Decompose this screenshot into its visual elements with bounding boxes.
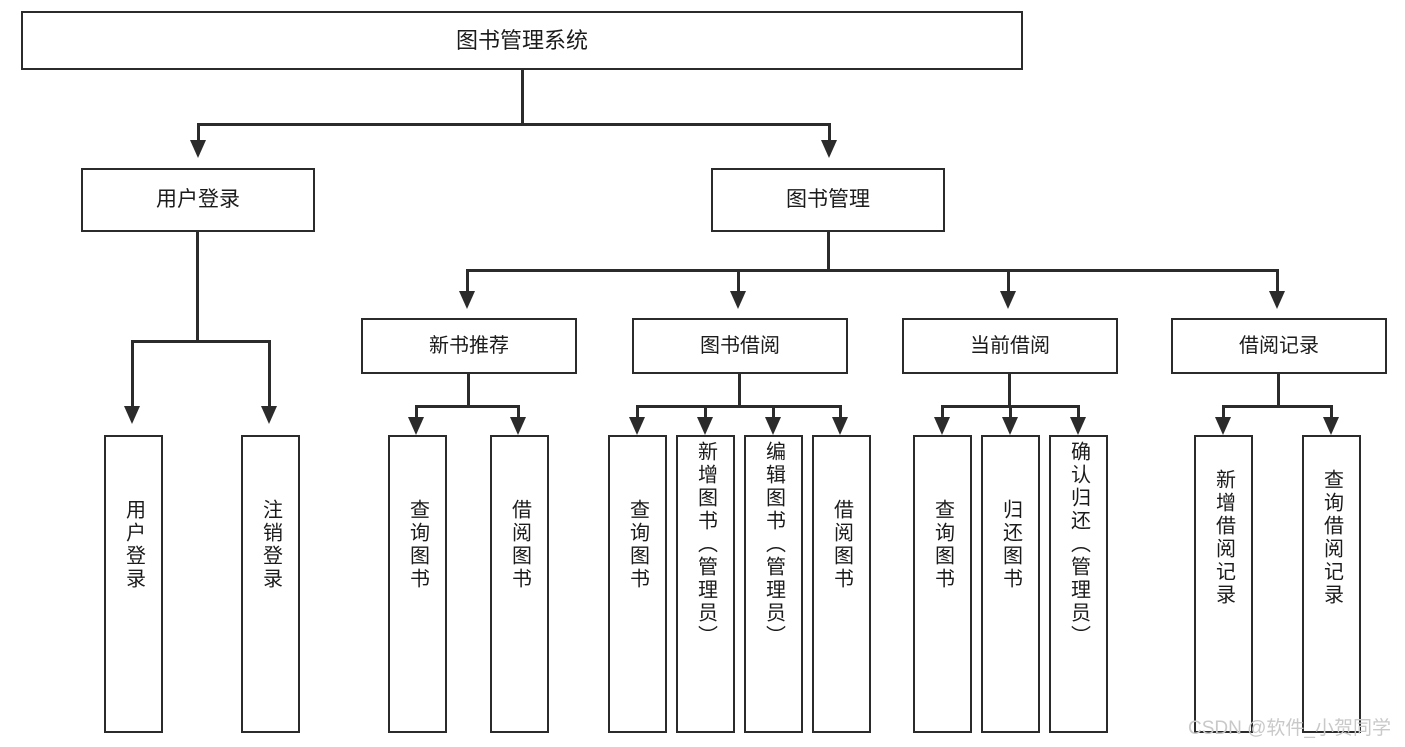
arrowhead-to-borrow-record — [1269, 291, 1285, 309]
arrowhead-to-book-manage — [821, 140, 837, 158]
arrowhead-current-borrow-3 — [1070, 417, 1086, 435]
node-label: 当前借阅 — [970, 334, 1050, 357]
connector-book-manage-stem — [827, 232, 830, 272]
node-label: 新增借阅记录 — [1212, 469, 1235, 607]
connector-new-book-stem — [467, 374, 470, 408]
node-label: 编辑图书（管理员） — [762, 441, 785, 648]
connector-current-borrow-stem — [1008, 374, 1011, 408]
leaf-current-borrow-query[interactable]: 查询图书 — [913, 435, 972, 733]
node-label: 新增图书（管理员） — [694, 441, 717, 648]
node-label: 归还图书 — [999, 499, 1022, 591]
node-label: 借阅图书 — [830, 499, 853, 591]
arrowhead-book-borrow-1 — [629, 417, 645, 435]
connector-user-login-drop-1 — [131, 340, 134, 408]
connector-level2-drop-2 — [737, 269, 740, 293]
leaf-book-borrow-add[interactable]: 新增图书（管理员） — [676, 435, 735, 733]
node-label: 查询图书 — [626, 499, 649, 591]
arrowhead-user-login-2 — [261, 406, 277, 424]
connector-current-borrow-drop-1 — [941, 405, 944, 419]
connector-level2-drop-1 — [466, 269, 469, 293]
arrowhead-user-login-1 — [124, 406, 140, 424]
arrowhead-new-book-1 — [408, 417, 424, 435]
connector-level2-bus — [466, 269, 1279, 272]
connector-borrow-record-drop-1 — [1222, 405, 1225, 419]
connector-level2-drop-3 — [1007, 269, 1010, 293]
leaf-new-book-query[interactable]: 查询图书 — [388, 435, 447, 733]
leaf-book-borrow-query[interactable]: 查询图书 — [608, 435, 667, 733]
leaf-book-borrow-edit[interactable]: 编辑图书（管理员） — [744, 435, 803, 733]
connector-current-borrow-drop-3 — [1077, 405, 1080, 419]
connector-level1-drop-right — [828, 123, 831, 143]
node-current-borrow[interactable]: 当前借阅 — [902, 318, 1118, 374]
leaf-user-login-login[interactable]: 用户登录 — [104, 435, 163, 733]
connector-book-borrow-drop-2 — [704, 405, 707, 419]
node-root-system[interactable]: 图书管理系统 — [21, 11, 1023, 70]
node-label: 图书借阅 — [700, 334, 780, 357]
leaf-borrow-record-add[interactable]: 新增借阅记录 — [1194, 435, 1253, 733]
node-label: 图书管理 — [786, 187, 870, 211]
arrowhead-current-borrow-2 — [1002, 417, 1018, 435]
connector-borrow-record-stem — [1277, 374, 1280, 408]
leaf-borrow-record-query[interactable]: 查询借阅记录 — [1302, 435, 1361, 733]
connector-book-borrow-drop-1 — [636, 405, 639, 419]
connector-user-login-stem — [196, 232, 199, 342]
arrowhead-to-user-login — [190, 140, 206, 158]
node-label: 用户登录 — [156, 187, 240, 211]
leaf-book-borrow-borrow[interactable]: 借阅图书 — [812, 435, 871, 733]
node-label: 查询图书 — [406, 499, 429, 591]
node-label: 查询借阅记录 — [1320, 469, 1343, 607]
connector-user-login-drop-2 — [268, 340, 271, 408]
connector-level1-drop-left — [197, 123, 200, 143]
node-label: 查询图书 — [931, 499, 954, 591]
connector-root-stem — [521, 70, 524, 125]
node-user-login[interactable]: 用户登录 — [81, 168, 315, 232]
connector-level2-drop-4 — [1276, 269, 1279, 293]
node-book-borrow[interactable]: 图书借阅 — [632, 318, 848, 374]
node-label: 用户登录 — [122, 499, 145, 591]
node-label: 确认归还（管理员） — [1067, 441, 1090, 648]
csdn-watermark: CSDN @软件_小贺同学 — [1188, 718, 1391, 739]
connector-level1-bus — [197, 123, 831, 126]
leaf-new-book-borrow[interactable]: 借阅图书 — [490, 435, 549, 733]
arrowhead-to-current-borrow — [1000, 291, 1016, 309]
arrowhead-book-borrow-4 — [832, 417, 848, 435]
connector-borrow-record-bus — [1222, 405, 1333, 408]
connector-book-borrow-drop-4 — [839, 405, 842, 419]
connector-new-book-bus — [415, 405, 520, 408]
arrowhead-borrow-record-2 — [1323, 417, 1339, 435]
node-label: 图书管理系统 — [455, 27, 588, 53]
connector-book-borrow-bus — [636, 405, 842, 408]
arrowhead-new-book-2 — [510, 417, 526, 435]
arrowhead-to-book-borrow — [730, 291, 746, 309]
node-borrow-record[interactable]: 借阅记录 — [1171, 318, 1387, 374]
connector-book-borrow-drop-3 — [772, 405, 775, 419]
node-label: 注销登录 — [259, 499, 282, 591]
connector-borrow-record-drop-2 — [1330, 405, 1333, 419]
node-new-book-recommend[interactable]: 新书推荐 — [361, 318, 577, 374]
connector-book-borrow-stem — [738, 374, 741, 408]
connector-current-borrow-drop-2 — [1009, 405, 1012, 419]
arrowhead-to-new-book — [459, 291, 475, 309]
arrowhead-book-borrow-3 — [765, 417, 781, 435]
node-label: 新书推荐 — [429, 334, 509, 357]
leaf-current-borrow-return[interactable]: 归还图书 — [981, 435, 1040, 733]
connector-new-book-drop-2 — [517, 405, 520, 419]
arrowhead-borrow-record-1 — [1215, 417, 1231, 435]
leaf-user-login-logout[interactable]: 注销登录 — [241, 435, 300, 733]
node-book-manage[interactable]: 图书管理 — [711, 168, 945, 232]
connector-new-book-drop-1 — [415, 405, 418, 419]
node-label: 借阅图书 — [508, 499, 531, 591]
connector-user-login-bus — [131, 340, 270, 343]
leaf-current-borrow-confirm[interactable]: 确认归还（管理员） — [1049, 435, 1108, 733]
node-label: 借阅记录 — [1239, 334, 1319, 357]
arrowhead-current-borrow-1 — [934, 417, 950, 435]
arrowhead-book-borrow-2 — [697, 417, 713, 435]
